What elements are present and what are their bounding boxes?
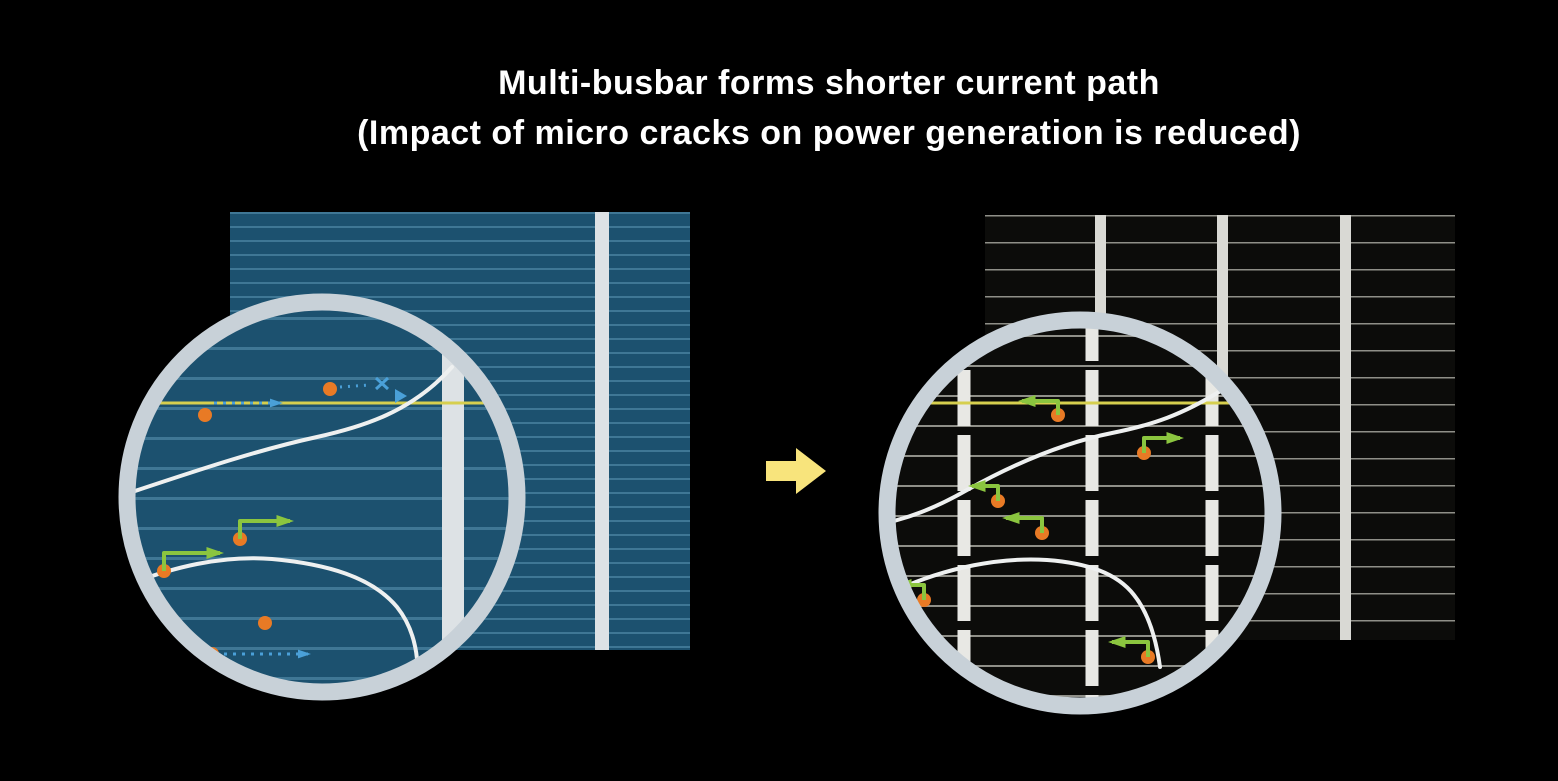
green-current-arrow [968,480,1005,508]
green-current-arrow [1137,432,1184,460]
crack-line [895,557,1162,669]
crack-line [135,556,419,661]
busbar [595,212,609,650]
right-magnifier [878,311,1282,715]
orange-electron-dot [323,382,337,396]
orange-electron-dot [198,408,212,422]
left-magnifier [118,293,526,701]
crack-line [135,365,454,494]
magnifier-ring [878,311,1282,715]
blue-dashed-current-arrow [198,398,283,422]
blocked-x-mark [374,376,390,391]
right-magnified-view [895,328,1265,698]
orange-electron-dot [258,616,272,630]
green-current-arrow [157,547,224,578]
title-line-1: Multi-busbar forms shorter current path [498,64,1160,102]
green-current-arrow [1002,512,1049,540]
blue-arrowhead-icon [395,389,407,403]
crack-line [895,388,1224,525]
green-current-arrow [1018,395,1065,422]
green-current-arrow [233,515,294,546]
page-title: Multi-busbar forms shorter current path … [50,58,1558,158]
transition-right-arrow-icon [766,448,826,494]
blocked-current-path [323,376,407,403]
busbar [1340,215,1351,640]
green-current-arrow [1108,636,1155,664]
magnifier-ring [118,293,526,701]
left-magnified-view [135,310,509,684]
title-line-2: (Impact of micro cracks on power generat… [357,114,1301,152]
